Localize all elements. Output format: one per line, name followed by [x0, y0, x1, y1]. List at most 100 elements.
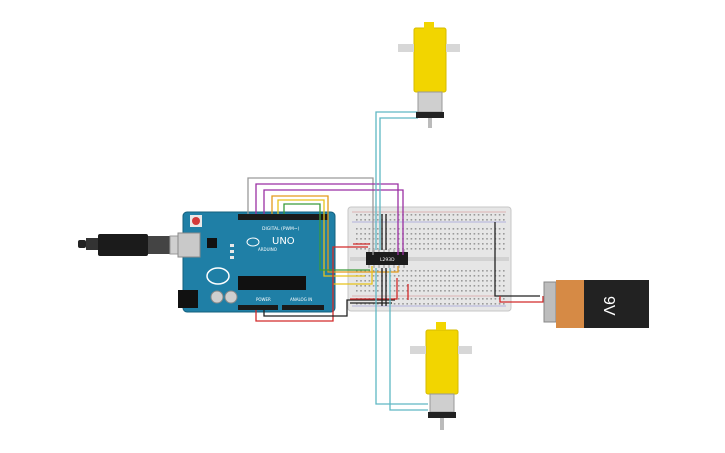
breadboard-hole[interactable] — [473, 228, 476, 230]
breadboard-hole[interactable] — [456, 303, 459, 305]
breadboard-hole[interactable] — [419, 285, 421, 287]
breadboard-hole[interactable] — [448, 228, 450, 230]
breadboard-hole[interactable] — [364, 303, 366, 305]
breadboard-hole[interactable] — [435, 243, 438, 245]
breadboard-hole[interactable] — [444, 290, 446, 292]
breadboard-hole[interactable] — [477, 290, 480, 292]
breadboard-hole[interactable] — [414, 298, 417, 300]
breadboard-hole[interactable] — [393, 280, 396, 282]
breadboard-hole[interactable] — [423, 228, 425, 230]
breadboard-hole[interactable] — [465, 285, 467, 287]
wire-green[interactable] — [283, 203, 370, 271]
breadboard-hole[interactable] — [486, 303, 488, 305]
wire-yellow-1[interactable] — [277, 199, 365, 277]
breadboard-hole[interactable] — [486, 214, 488, 216]
breadboard-hole[interactable] — [410, 238, 413, 240]
breadboard-hole[interactable] — [402, 285, 404, 287]
breadboard-hole[interactable] — [448, 298, 450, 300]
breadboard-hole[interactable] — [448, 280, 450, 282]
breadboard-hole[interactable] — [486, 285, 488, 287]
breadboard-hole[interactable] — [448, 290, 450, 292]
breadboard-hole[interactable] — [427, 214, 429, 216]
breadboard-hole[interactable] — [377, 214, 379, 216]
breadboard-hole[interactable] — [482, 228, 484, 230]
breadboard-hole[interactable] — [461, 238, 463, 240]
breadboard-hole[interactable] — [393, 228, 396, 230]
breadboard-hole[interactable] — [406, 228, 408, 230]
breadboard-hole[interactable] — [456, 275, 459, 277]
breadboard-hole[interactable] — [364, 228, 366, 230]
wire-yellow-2[interactable] — [333, 266, 373, 285]
breadboard-hole[interactable] — [414, 219, 417, 221]
breadboard-hole[interactable] — [452, 298, 455, 300]
breadboard-hole[interactable] — [398, 280, 400, 282]
breadboard-hole[interactable] — [444, 248, 446, 250]
breadboard-hole[interactable] — [456, 233, 459, 235]
breadboard-hole[interactable] — [364, 270, 366, 272]
breadboard-hole[interactable] — [364, 285, 366, 287]
wire-battery-red[interactable] — [499, 296, 545, 303]
breadboard-hole[interactable] — [356, 280, 358, 282]
breadboard-hole[interactable] — [431, 275, 434, 277]
breadboard-hole[interactable] — [469, 290, 471, 292]
breadboard-hole[interactable] — [469, 214, 471, 216]
breadboard-hole[interactable] — [389, 219, 392, 221]
breadboard-hole[interactable] — [435, 280, 438, 282]
breadboard-hole[interactable] — [473, 243, 476, 245]
breadboard-hole[interactable] — [482, 219, 484, 221]
breadboard-hole[interactable] — [427, 248, 429, 250]
breadboard-hole[interactable] — [368, 238, 371, 240]
breadboard-hole[interactable] — [360, 280, 362, 282]
breadboard-hole[interactable] — [490, 243, 492, 245]
breadboard-hole[interactable] — [448, 285, 450, 287]
breadboard-hole[interactable] — [482, 285, 484, 287]
breadboard-hole[interactable] — [440, 298, 442, 300]
breadboard-hole[interactable] — [477, 303, 480, 305]
breadboard-hole[interactable] — [364, 248, 366, 250]
wire-teal-bottom-1[interactable] — [375, 268, 428, 405]
breadboard-hole[interactable] — [440, 214, 442, 216]
breadboard-hole[interactable] — [473, 270, 476, 272]
breadboard-hole[interactable] — [377, 228, 379, 230]
breadboard-hole[interactable] — [465, 275, 467, 277]
breadboard-hole[interactable] — [423, 270, 425, 272]
breadboard-hole[interactable] — [452, 290, 455, 292]
breadboard-hole[interactable] — [356, 228, 358, 230]
breadboard-hole[interactable] — [398, 243, 400, 245]
breadboard-hole[interactable] — [456, 298, 459, 300]
breadboard-hole[interactable] — [469, 270, 471, 272]
breadboard-hole[interactable] — [410, 303, 413, 305]
breadboard-hole[interactable] — [473, 219, 476, 221]
breadboard-hole[interactable] — [410, 298, 413, 300]
power-pin-header[interactable] — [238, 305, 278, 310]
breadboard-hole[interactable] — [498, 303, 501, 305]
motor-driver-chip[interactable] — [366, 252, 408, 265]
breadboard-hole[interactable] — [419, 214, 421, 216]
breadboard-hole[interactable] — [414, 275, 417, 277]
breadboard-hole[interactable] — [406, 238, 408, 240]
breadboard-hole[interactable] — [410, 285, 413, 287]
breadboard-hole[interactable] — [465, 243, 467, 245]
breadboard-hole[interactable] — [486, 298, 488, 300]
breadboard-hole[interactable] — [486, 243, 488, 245]
breadboard-hole[interactable] — [431, 233, 434, 235]
breadboard-hole[interactable] — [482, 233, 484, 235]
breadboard-hole[interactable] — [398, 238, 400, 240]
breadboard-hole[interactable] — [360, 285, 362, 287]
breadboard-hole[interactable] — [364, 275, 366, 277]
breadboard-hole[interactable] — [393, 303, 396, 305]
breadboard-hole[interactable] — [368, 270, 371, 272]
breadboard-hole[interactable] — [440, 243, 442, 245]
breadboard-hole[interactable] — [494, 214, 497, 216]
breadboard-hole[interactable] — [360, 214, 362, 216]
breadboard-hole[interactable] — [406, 219, 408, 221]
breadboard-hole[interactable] — [360, 248, 362, 250]
breadboard-hole[interactable] — [498, 290, 501, 292]
breadboard-hole[interactable] — [490, 285, 492, 287]
breadboard-hole[interactable] — [473, 303, 476, 305]
usb-cable[interactable] — [78, 234, 189, 256]
breadboard-hole[interactable] — [448, 248, 450, 250]
breadboard-hole[interactable] — [398, 303, 400, 305]
breadboard-hole[interactable] — [486, 280, 488, 282]
